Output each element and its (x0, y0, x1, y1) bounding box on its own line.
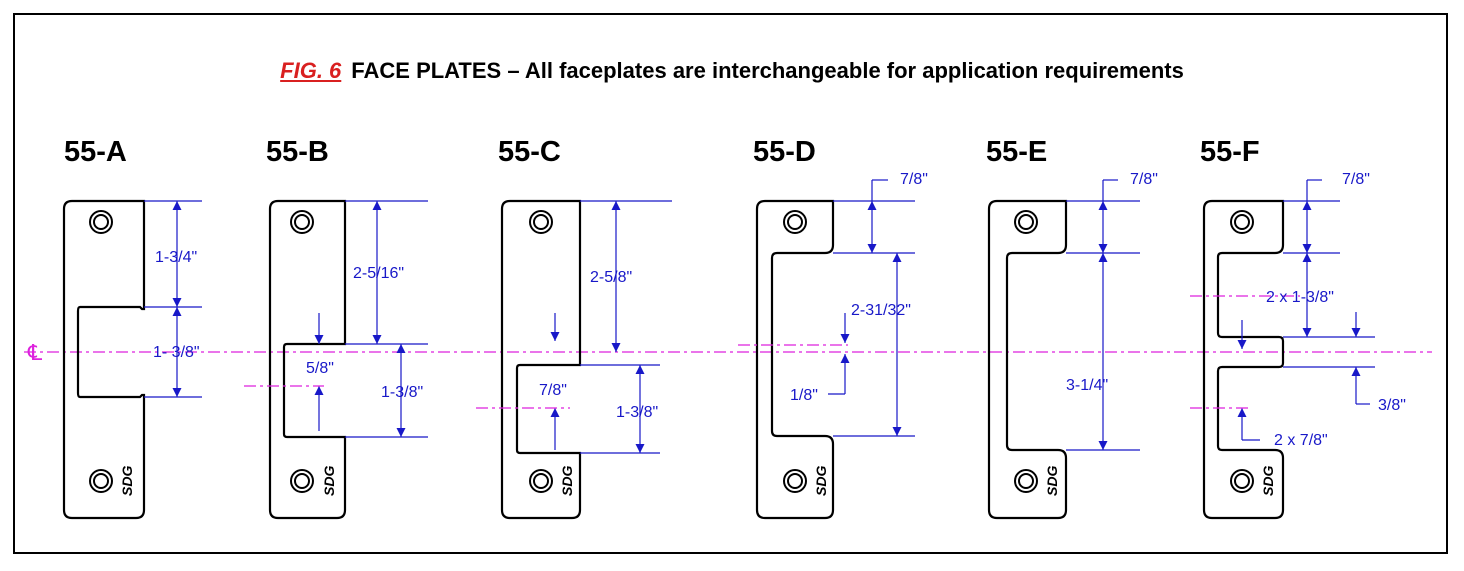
figure-caption: FACE PLATES – All faceplates are interch… (351, 58, 1184, 83)
screw-hole-icon (529, 210, 553, 234)
screw-hole-icon (290, 210, 314, 234)
plate-label-55d: 55-D (753, 136, 816, 168)
plate-55b: SDG 2-5/16" 5/8" 1-3/8" (244, 199, 428, 520)
plate-55e: SDG 7/8" 3-1/4" (987, 171, 1158, 520)
plate-55c: SDG 2-5/8" 7/8" 1-3/8" (476, 199, 672, 520)
dimension-label: 7/8" (900, 171, 928, 188)
screw-hole-icon (1230, 210, 1254, 234)
screw-hole-icon (89, 469, 113, 493)
figure-reference-link[interactable]: FIG. 6 (280, 58, 342, 83)
dimension-label: 1/8" (790, 387, 818, 404)
dimension-label: 1-3/4" (155, 249, 197, 266)
drawing-frame (13, 13, 1448, 554)
plate-label-55a: 55-A (64, 136, 127, 168)
plate-55d: SDG 7/8" 2-31/32" 1/8" (738, 171, 928, 520)
sdg-logo: SDG (321, 466, 337, 496)
sdg-logo: SDG (119, 466, 135, 496)
centerline-symbol: ℄ (27, 340, 43, 365)
screw-hole-icon (783, 469, 807, 493)
plate-label-55b: 55-B (266, 136, 329, 168)
plate-label-55c: 55-C (498, 136, 561, 168)
sdg-logo: SDG (1044, 466, 1060, 496)
screw-hole-icon (529, 469, 553, 493)
plate-label-55e: 55-E (986, 136, 1047, 168)
sdg-logo: SDG (813, 466, 829, 496)
screw-hole-icon (89, 210, 113, 234)
screw-hole-icon (1014, 210, 1038, 234)
dimension-label: 2-5/8" (590, 269, 632, 286)
plate-55a: SDG 1-3/4" 1- 3/8" (62, 199, 202, 520)
figure-title: FIG. 6 FACE PLATES – All faceplates are i… (0, 58, 1464, 84)
dimension-label: 5/8" (306, 360, 334, 377)
screw-hole-icon (783, 210, 807, 234)
sdg-logo: SDG (1260, 466, 1276, 496)
plate-label-55f: 55-F (1200, 136, 1260, 168)
screw-hole-icon (1014, 469, 1038, 493)
dimension-label: 3/8" (1378, 397, 1406, 414)
dimension-label: 2-5/16" (353, 265, 404, 282)
screw-hole-icon (1230, 469, 1254, 493)
screw-hole-icon (290, 469, 314, 493)
dimension-label: 7/8" (539, 382, 567, 399)
sdg-logo: SDG (559, 466, 575, 496)
dimension-label: 7/8" (1130, 171, 1158, 188)
dimension-label: 3-1/4" (1066, 377, 1108, 394)
plate-55f: SDG 7/8" 2 x 1-3/8" 3/8" 2 x 7/8" (1190, 171, 1406, 520)
dimension-label: 1-3/8" (616, 404, 658, 421)
dimension-label: 1- 3/8" (153, 344, 200, 361)
dimension-label: 2 x 7/8" (1274, 432, 1328, 449)
dimension-label: 2-31/32" (851, 302, 911, 319)
dimension-label: 1-3/8" (381, 384, 423, 401)
dimension-label: 2 x 1-3/8" (1266, 289, 1334, 306)
dimension-label: 7/8" (1342, 171, 1370, 188)
